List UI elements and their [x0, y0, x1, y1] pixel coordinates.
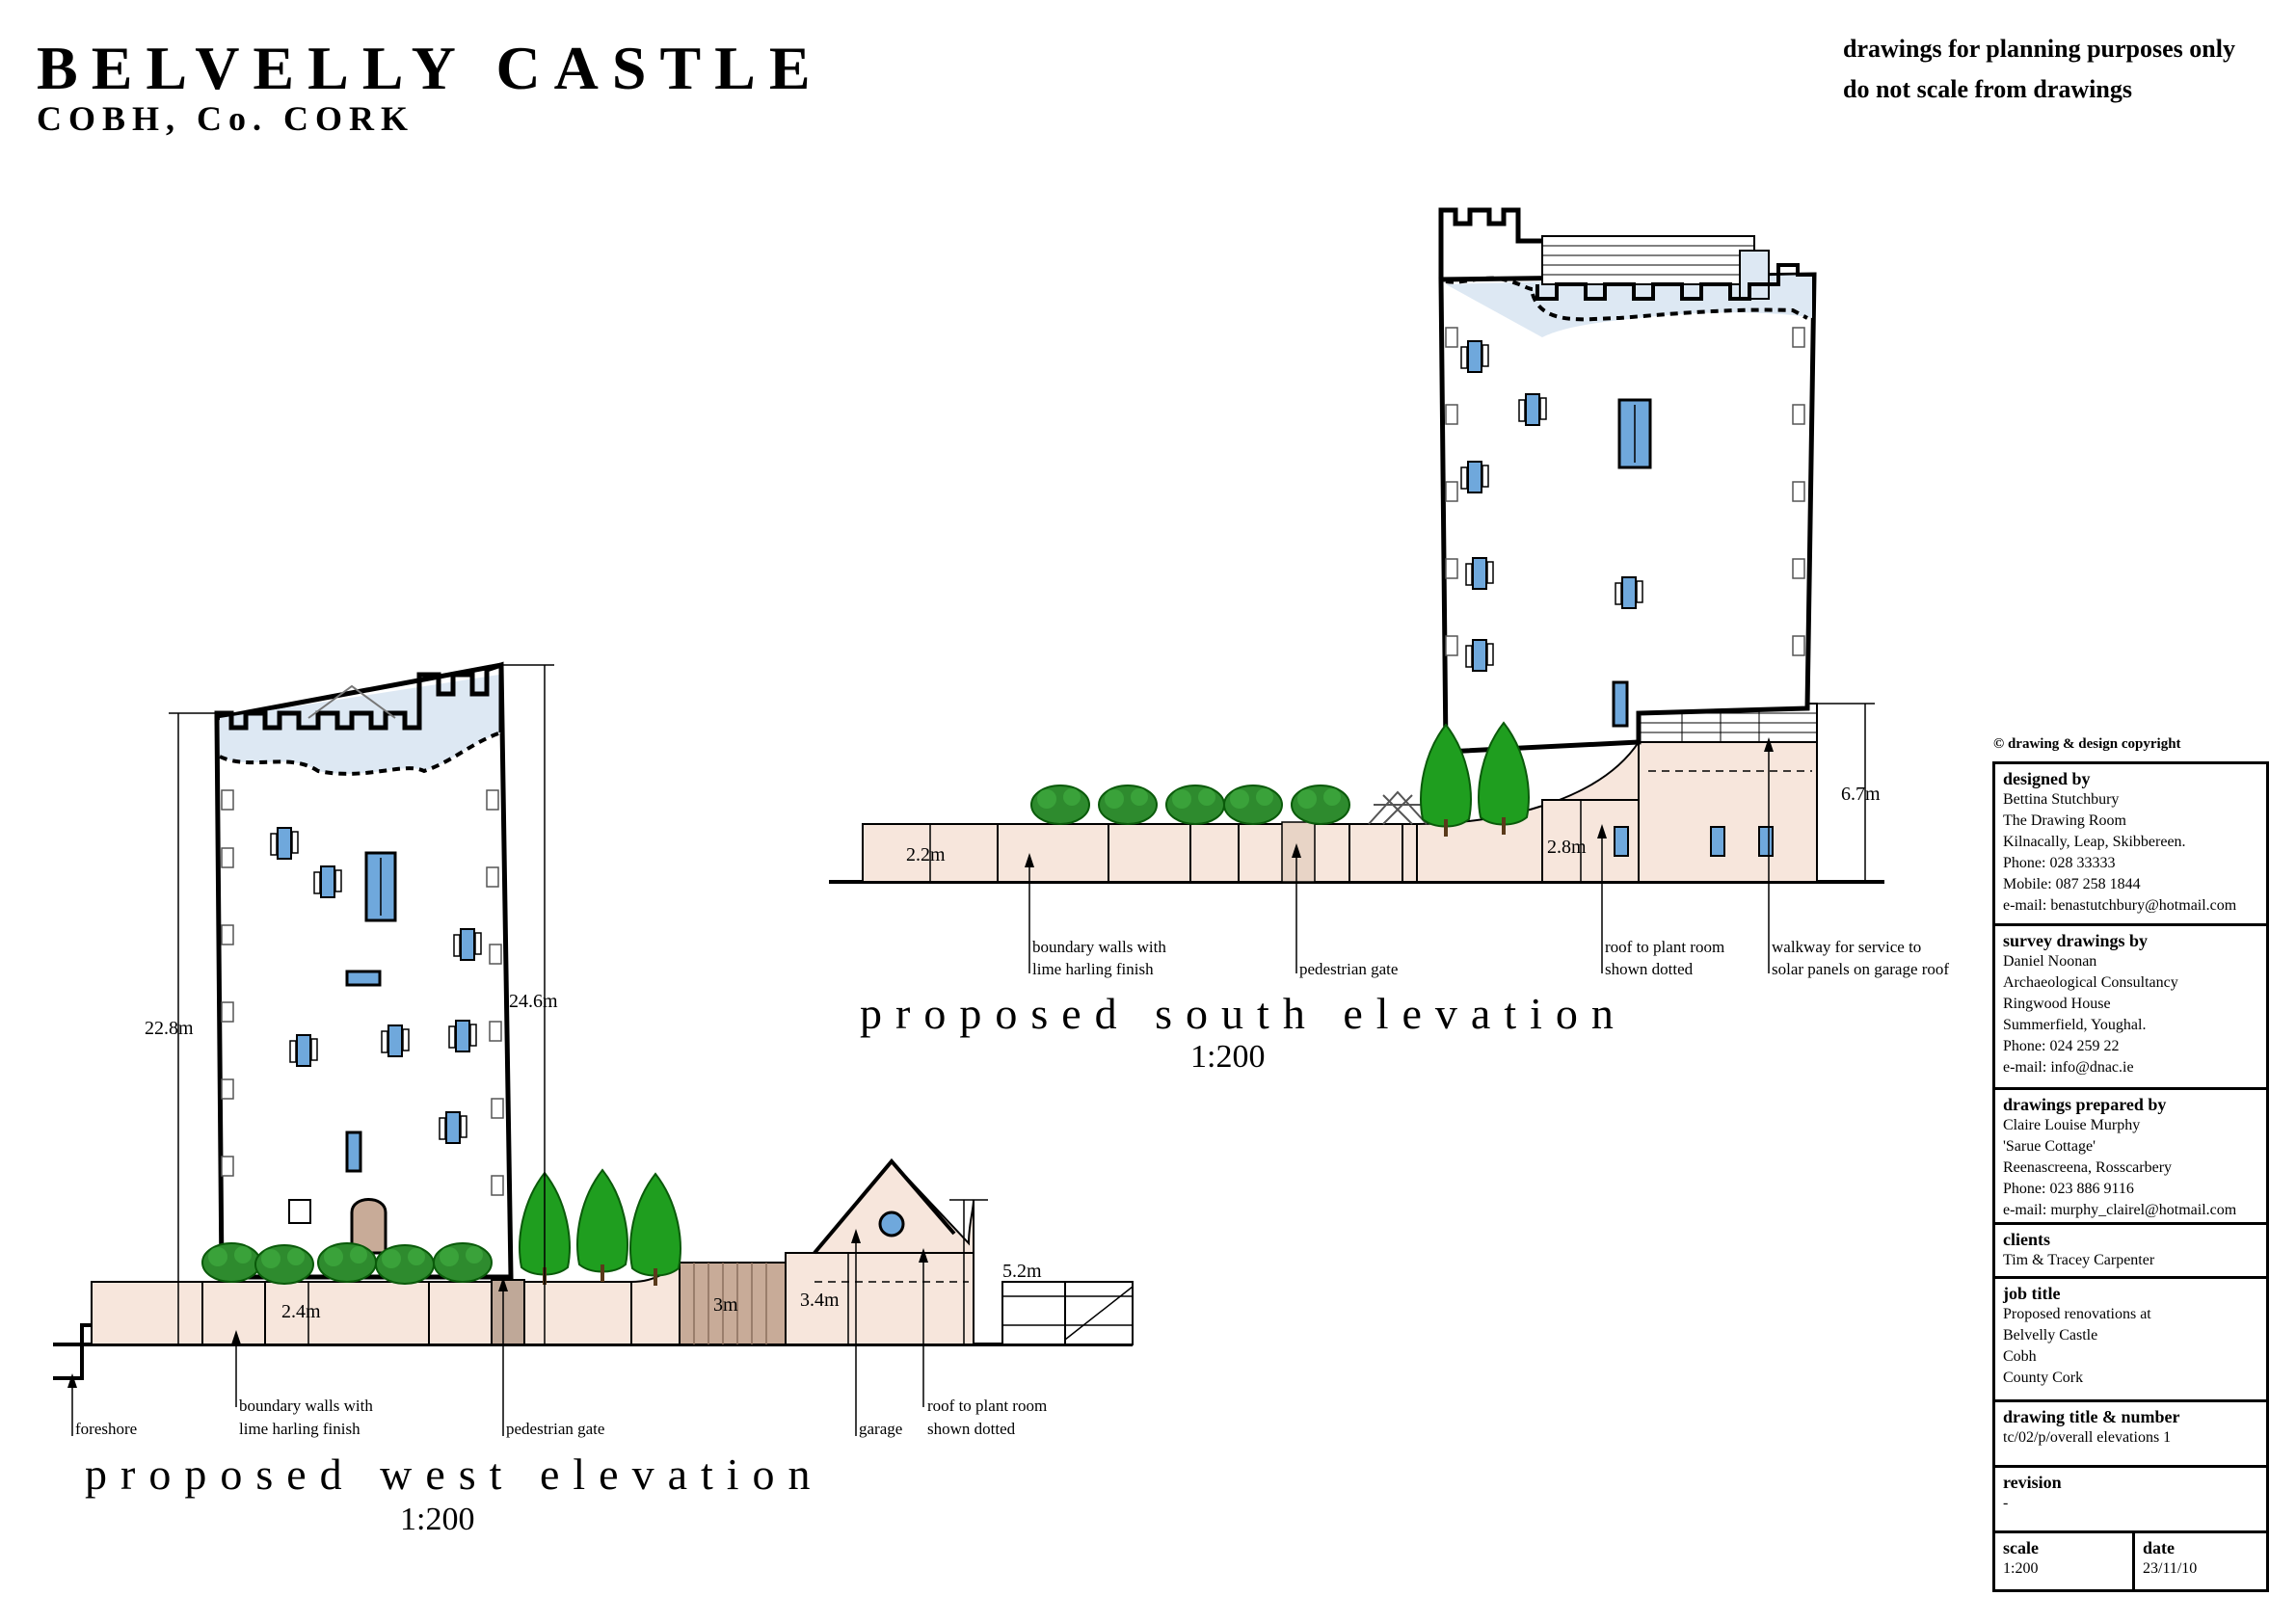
date-heading: date: [2143, 1538, 2175, 1557]
label-west-roof-2: shown dotted: [927, 1420, 1016, 1438]
drawing-number-panel: drawing title & number tc/02/p/overall e…: [1995, 1402, 2266, 1468]
dim-south-wall: 2.2m: [906, 844, 946, 865]
scale-warning-note: do not scale from drawings: [1843, 75, 2132, 103]
drawing-subtitle: COBH, Co. CORK: [37, 99, 415, 138]
west-boundary-wall: [91, 1281, 632, 1345]
west-vehicle-gate: [679, 1262, 787, 1345]
job-line: Belvelly Castle: [2003, 1327, 2098, 1344]
scale-date-panel: scale 1:200 date 23/11/10: [1995, 1533, 2266, 1589]
survey-panel: survey drawings by Daniel Noonan Archaeo…: [1995, 926, 2266, 1090]
designed-by-heading: designed by: [2003, 769, 2091, 788]
west-elevation-caption: proposed west elevation: [85, 1450, 824, 1499]
dim-west-tower-right: 24.6m: [509, 991, 558, 1012]
survey-line: Archaeological Consultancy: [2003, 974, 2178, 991]
dim-west-garage: 3.4m: [800, 1290, 840, 1311]
south-plant-room: [1541, 799, 1649, 883]
west-garage: [785, 1252, 974, 1345]
designed-by-line: Kilnacally, Leap, Skibbereen.: [2003, 834, 2186, 850]
clients-line: Tim & Tracey Carpenter: [2003, 1252, 2155, 1268]
south-castle-tower: [1438, 272, 1817, 755]
south-elevation-scale: 1:200: [1190, 1039, 1266, 1075]
south-elevation-caption: proposed south elevation: [860, 989, 1627, 1038]
designed-by-line: The Drawing Room: [2003, 812, 2126, 829]
job-line: County Cork: [2003, 1370, 2084, 1386]
label-south-pedestrian-gate: pedestrian gate: [1299, 960, 1398, 978]
scale-heading: scale: [2003, 1538, 2039, 1557]
south-tall-window: [1617, 398, 1652, 469]
label-south-roof-2: shown dotted: [1605, 960, 1694, 978]
south-left-turret: [1438, 207, 1550, 279]
drawing-heading: drawing title & number: [2003, 1407, 2180, 1426]
job-line: Proposed renovations at: [2003, 1306, 2151, 1322]
dim-west-gate: 3m: [713, 1294, 738, 1316]
clients-panel: clients Tim & Tracey Carpenter: [1995, 1225, 2266, 1279]
designed-by-panel: designed by Bettina Stutchbury The Drawi…: [1995, 764, 2266, 926]
label-south-boundary-2: lime harling finish: [1032, 960, 1154, 978]
west-tall-window: [364, 851, 397, 922]
south-roof-dotted-line: [1445, 276, 1808, 322]
designed-by-line: Bettina Stutchbury: [2003, 791, 2120, 808]
designed-by-line: Phone: 028 33333: [2003, 855, 2116, 871]
designed-by-line: Mobile: 087 258 1844: [2003, 876, 2141, 892]
job-heading: job title: [2003, 1284, 2061, 1303]
west-elevation: 22.8m 24.6m 2.4m 3m 3.4m 5.2m foreshore …: [53, 661, 1134, 1438]
job-panel: job title Proposed renovations at Belvel…: [1995, 1279, 2266, 1402]
planning-note: drawings for planning purposes only: [1843, 35, 2235, 63]
label-walkway-1: walkway for service to: [1772, 938, 1921, 956]
south-roof-slates: [1541, 235, 1755, 285]
garage-round-window: [878, 1211, 905, 1237]
label-walkway-2: solar panels on garage roof: [1772, 960, 1949, 978]
scale-cell: scale 1:200: [1995, 1533, 2135, 1589]
survey-line: Daniel Noonan: [2003, 953, 2097, 970]
dim-west-plant-room: 5.2m: [1002, 1261, 1042, 1282]
west-field-gate: [1001, 1281, 1134, 1345]
revision-value: -: [2003, 1495, 2009, 1511]
drawing-number: tc/02/p/overall elevations 1: [2003, 1429, 2172, 1446]
survey-line: Summerfield, Youghal.: [2003, 1017, 2147, 1033]
prepared-line: Claire Louise Murphy: [2003, 1117, 2141, 1133]
prepared-heading: drawings prepared by: [2003, 1095, 2167, 1114]
designed-by-line: e-mail: benastutchbury@hotmail.com: [2003, 897, 2237, 914]
dim-west-wall: 2.4m: [281, 1301, 321, 1322]
prepared-line: e-mail: murphy_clairel@hotmail.com: [2003, 1202, 2237, 1218]
date-cell: date 23/11/10: [2135, 1533, 2266, 1589]
label-south-boundary-1: boundary walls with: [1032, 938, 1166, 956]
west-tower-door: [350, 1198, 387, 1255]
clients-heading: clients: [2003, 1230, 2050, 1249]
west-battlements: [214, 661, 504, 732]
south-elevation: 2.2m 2.8m 6.7m boundary walls with lime …: [829, 207, 1949, 978]
revision-panel: revision -: [1995, 1468, 2266, 1533]
label-west-roof-1: roof to plant room: [927, 1397, 1047, 1415]
label-west-boundary-2: lime harling finish: [239, 1420, 360, 1438]
dim-west-tower-left: 22.8m: [145, 1018, 194, 1039]
title-block: designed by Bettina Stutchbury The Drawi…: [1992, 761, 2269, 1592]
label-foreshore: foreshore: [75, 1420, 137, 1438]
label-west-pedestrian-gate: pedestrian gate: [506, 1420, 604, 1438]
prepared-panel: drawings prepared by Claire Louise Murph…: [1995, 1090, 2266, 1225]
survey-line: e-mail: info@dnac.ie: [2003, 1059, 2134, 1076]
label-garage: garage: [859, 1420, 902, 1438]
south-garage: [1638, 741, 1818, 883]
label-west-boundary-1: boundary walls with: [239, 1397, 373, 1415]
survey-line: Phone: 024 259 22: [2003, 1038, 2120, 1054]
dim-south-garage: 6.7m: [1841, 784, 1881, 805]
survey-line: Ringwood House: [2003, 996, 2111, 1012]
prepared-line: 'Sarue Cottage': [2003, 1138, 2096, 1155]
foreshore-step: [53, 1323, 96, 1380]
dim-south-plant-room: 2.8m: [1547, 837, 1587, 858]
prepared-line: Reenascreena, Rosscarbery: [2003, 1159, 2173, 1176]
survey-heading: survey drawings by: [2003, 931, 2149, 950]
west-elevation-scale: 1:200: [400, 1502, 475, 1537]
west-pedestrian-gate: [491, 1279, 525, 1345]
drawing-title: BELVELLY CASTLE: [37, 34, 824, 102]
scale-value: 1:200: [2003, 1560, 2039, 1577]
prepared-line: Phone: 023 886 9116: [2003, 1181, 2134, 1197]
date-value: 23/11/10: [2143, 1560, 2198, 1577]
job-line: Cobh: [2003, 1348, 2037, 1365]
copyright-note: © drawing & design copyright: [1993, 736, 2181, 752]
label-south-roof-1: roof to plant room: [1605, 938, 1724, 956]
revision-heading: revision: [2003, 1473, 2062, 1492]
